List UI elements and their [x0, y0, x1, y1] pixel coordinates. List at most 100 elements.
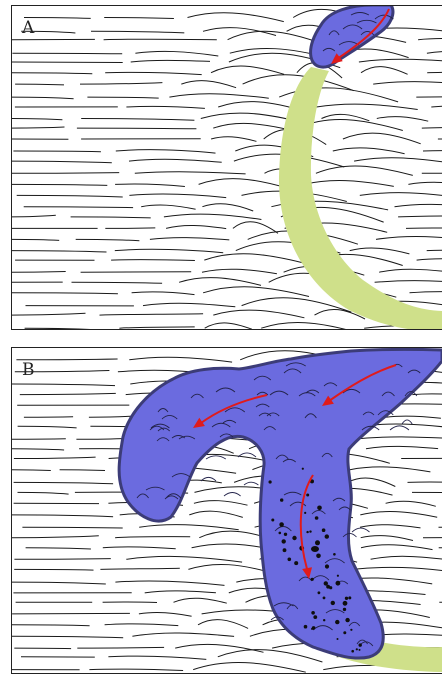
- strata-line: [115, 537, 190, 538]
- strata-line: [376, 236, 442, 242]
- clast-dot: [333, 553, 336, 556]
- strata-line: [12, 239, 60, 240]
- strata-line: [360, 512, 437, 518]
- strata-line: [261, 322, 356, 330]
- strata-line: [354, 158, 442, 163]
- strata-line: [416, 97, 442, 98]
- strata-line: [174, 598, 227, 603]
- texture-arc: [244, 482, 258, 485]
- strata-line: [169, 94, 268, 98]
- strata-line: [15, 84, 64, 85]
- texture-arc: [206, 456, 226, 459]
- strata-line: [11, 272, 66, 273]
- strata-line: [199, 179, 288, 189]
- clast-dot: [331, 601, 335, 605]
- strata-line: [412, 492, 442, 494]
- strata-line: [439, 527, 442, 529]
- strata-line: [105, 624, 179, 626]
- strata-line: [228, 31, 323, 43]
- strata-line: [233, 222, 278, 234]
- strata-line: [26, 548, 91, 549]
- clast-dot: [311, 611, 315, 615]
- strata-line: [17, 195, 123, 197]
- strata-line: [193, 662, 306, 672]
- strata-line: [11, 439, 66, 440]
- strata-line: [11, 173, 119, 174]
- clast-dot: [323, 619, 325, 621]
- clast-dot: [345, 597, 348, 600]
- strata-line: [14, 648, 71, 649]
- clast-dot: [311, 628, 313, 630]
- strata-line: [11, 62, 123, 63]
- clast-dot: [317, 506, 322, 511]
- strata-line: [20, 393, 116, 394]
- strata-line: [11, 161, 112, 163]
- clast-dot: [294, 561, 298, 565]
- strata-line: [164, 214, 262, 219]
- clast-dot: [282, 539, 286, 543]
- panel-b-label: B: [22, 360, 35, 380]
- strata-line: [11, 515, 113, 517]
- strata-line: [115, 581, 224, 585]
- strata-line: [11, 313, 86, 315]
- strata-line: [129, 194, 226, 198]
- clast-dot: [306, 531, 308, 533]
- clast-dot: [306, 494, 309, 497]
- strata-line: [11, 215, 56, 217]
- strata-line: [12, 613, 130, 614]
- strata-line: [132, 292, 195, 295]
- clast-dot: [337, 581, 339, 583]
- strata-line: [350, 467, 431, 472]
- strata-line: [13, 151, 101, 152]
- texture-arc: [402, 420, 412, 424]
- strata-line: [188, 13, 284, 22]
- panel-a: A: [11, 5, 442, 330]
- strata-line: [14, 482, 114, 483]
- clast-dot: [302, 468, 304, 470]
- strata-line: [129, 159, 222, 162]
- strata-line: [135, 172, 246, 174]
- clast-dot: [351, 650, 354, 653]
- strata-line: [11, 127, 65, 128]
- strata-line: [139, 525, 239, 530]
- strata-line: [80, 83, 162, 85]
- strata-line: [139, 612, 192, 616]
- clast-dot: [313, 615, 317, 619]
- clast-dot: [322, 528, 326, 532]
- strata-line: [11, 536, 99, 538]
- strata-line: [366, 446, 438, 448]
- strata-line: [166, 225, 226, 228]
- clast-dot: [356, 648, 358, 650]
- strata-line: [11, 73, 92, 74]
- strata-line: [423, 151, 442, 154]
- magma-intrusion: [119, 349, 442, 658]
- strata-line: [202, 204, 253, 211]
- strata-line: [11, 636, 123, 638]
- clast-dot: [343, 608, 346, 611]
- strata-line: [211, 66, 284, 74]
- strata-line: [406, 228, 442, 231]
- clast-dot: [280, 498, 283, 501]
- strata-line: [316, 104, 417, 109]
- strata-line: [11, 582, 106, 584]
- strata-line: [11, 251, 107, 252]
- strata-line: [104, 18, 174, 19]
- clast-dot: [284, 533, 287, 536]
- strata-line: [408, 482, 442, 484]
- strata-line: [395, 204, 442, 206]
- strata-line: [11, 293, 118, 294]
- strata-line: [18, 492, 69, 494]
- clast-dot: [350, 629, 352, 631]
- strata-line: [398, 216, 442, 217]
- panel-b-diagram: [11, 347, 442, 674]
- clast-dot: [269, 480, 272, 483]
- clast-dot: [292, 536, 296, 540]
- texture-arc: [390, 426, 409, 430]
- strata-line: [76, 239, 140, 240]
- strata-line: [361, 545, 433, 550]
- clast-dot: [315, 540, 320, 545]
- strata-line: [11, 470, 51, 471]
- strata-line: [14, 457, 96, 458]
- strata-line: [202, 269, 277, 274]
- strata-line: [18, 426, 77, 428]
